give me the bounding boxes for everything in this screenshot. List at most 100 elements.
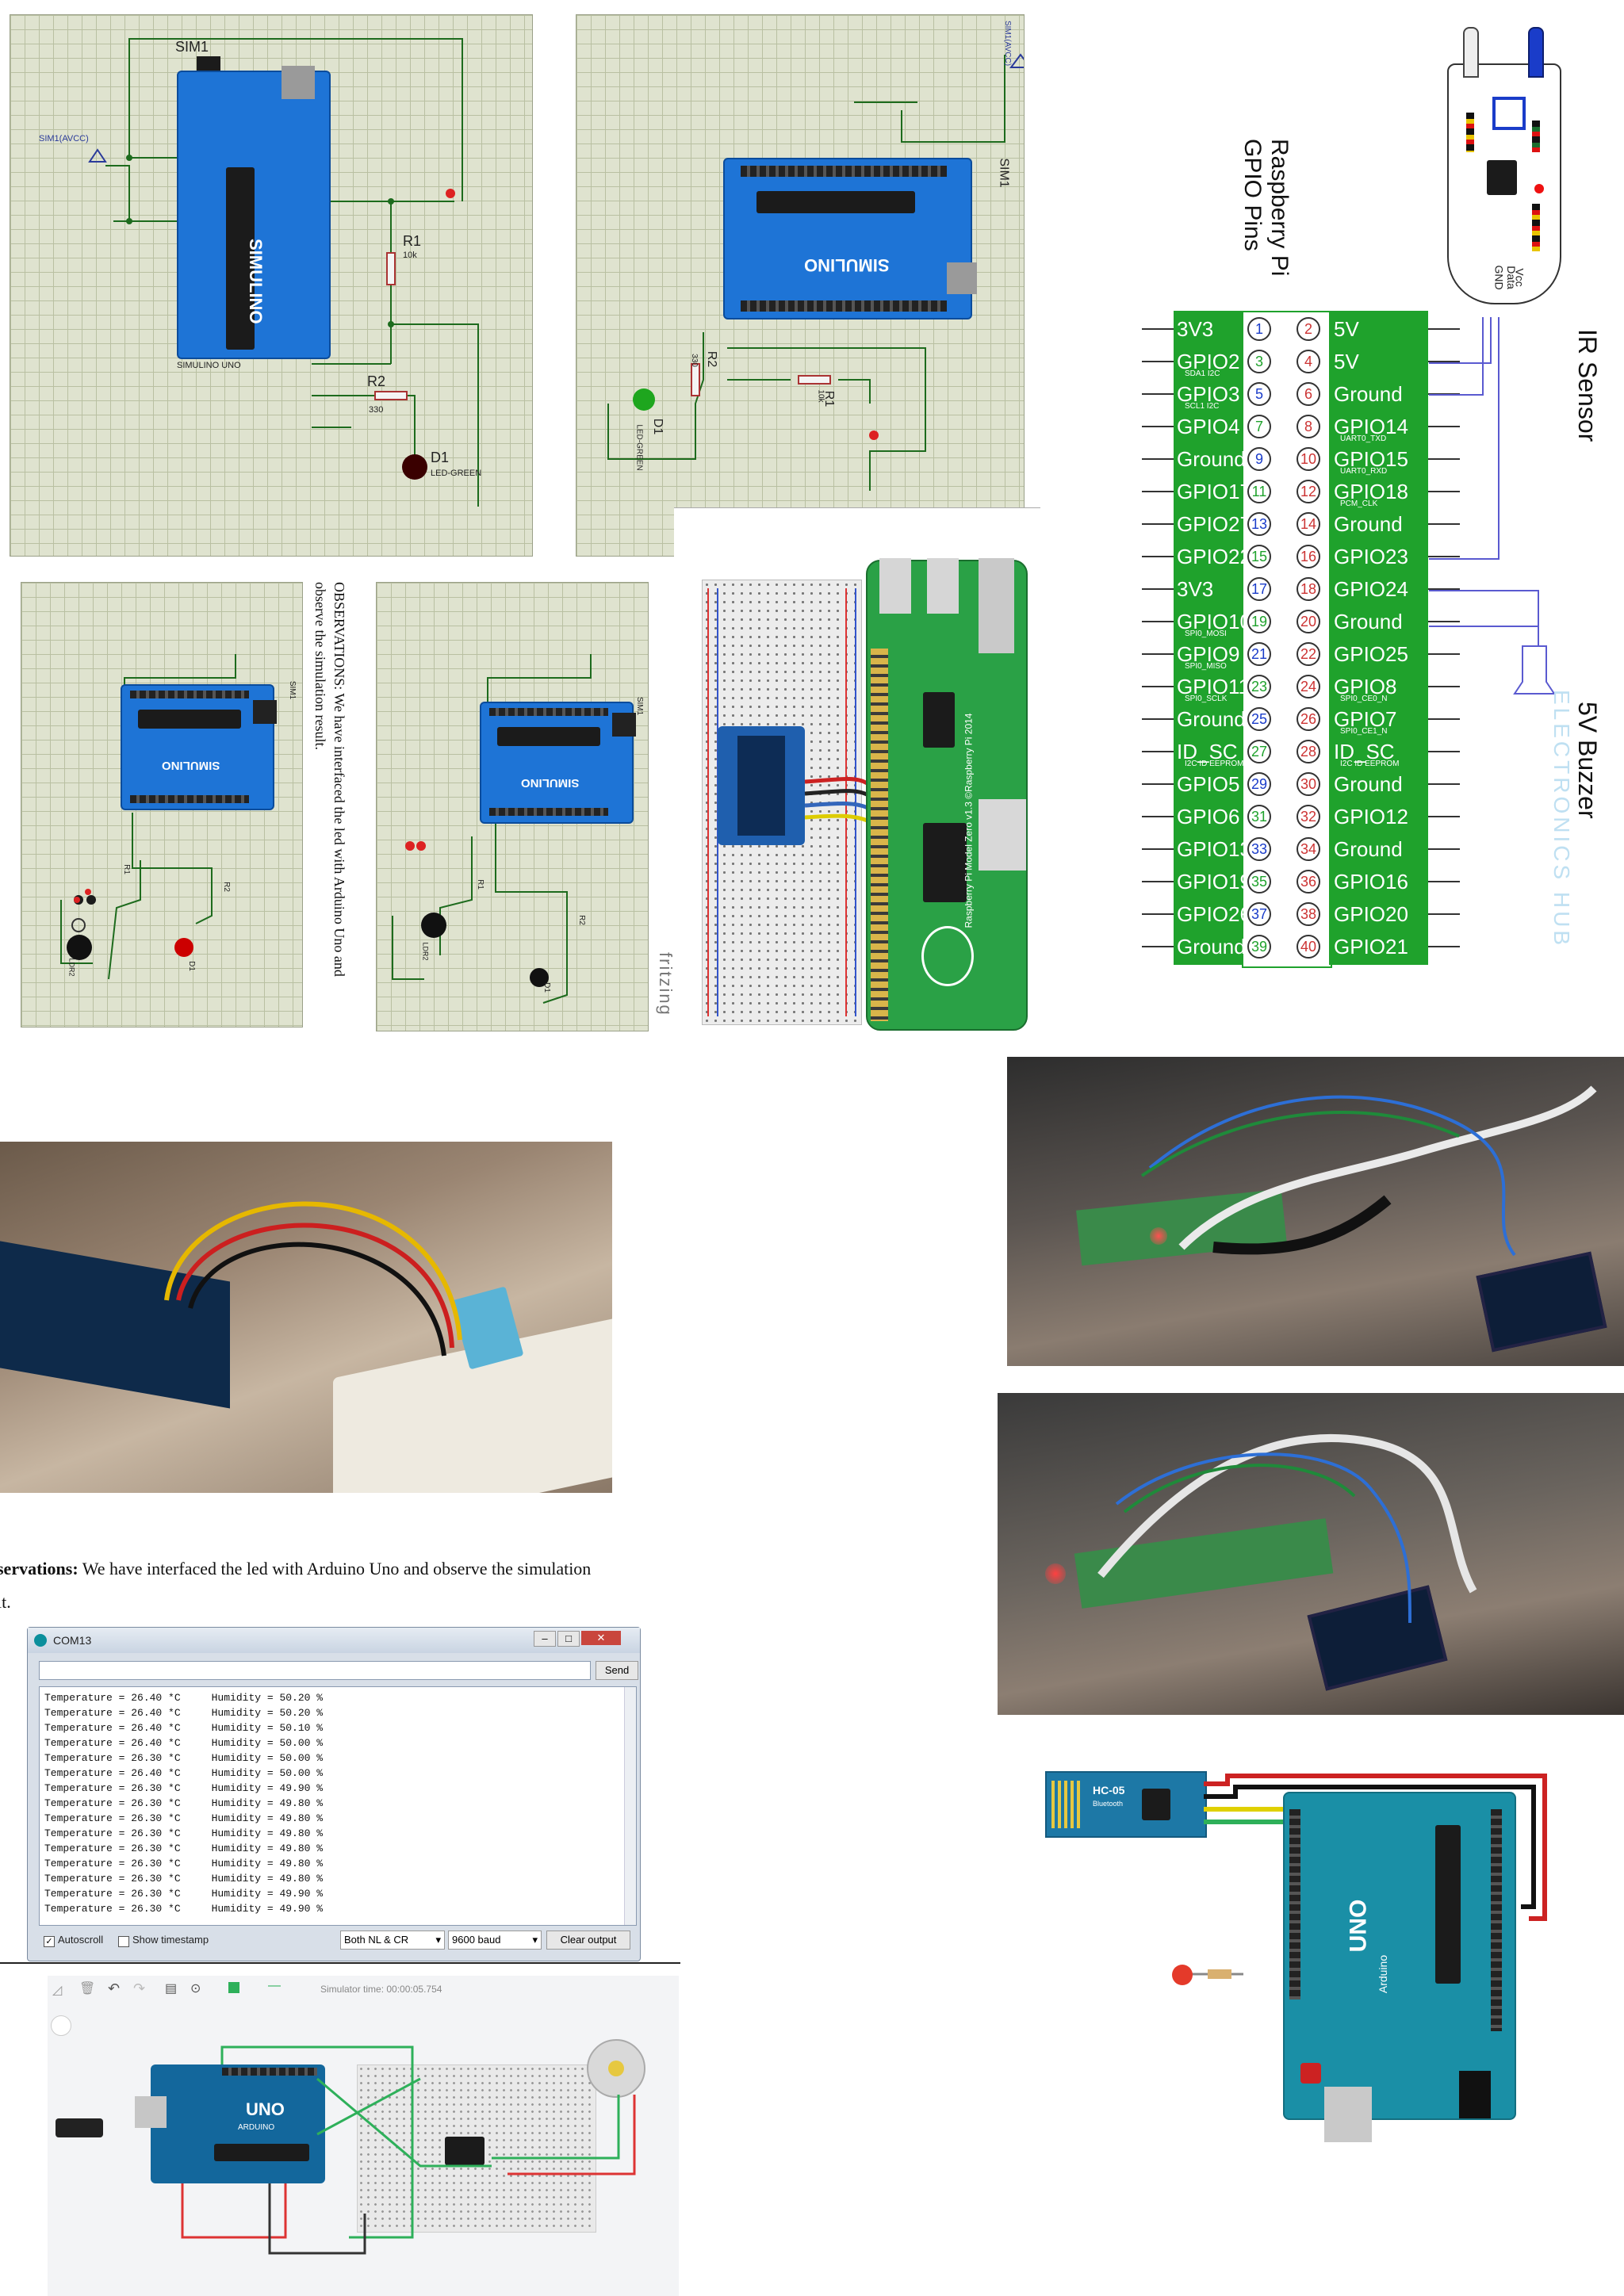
wire-style-icon[interactable]: —	[268, 1979, 281, 1992]
watermark: ELECTRONICS HUB	[1549, 690, 1574, 949]
analog-header	[1289, 1809, 1300, 1999]
pin-line-right	[1428, 426, 1460, 427]
schematic-4-wires	[392, 654, 592, 1004]
gpio-sublabel-right: PCM_CLK	[1340, 499, 1378, 508]
pin-line-left	[1142, 328, 1174, 330]
d1-label: D1	[542, 982, 551, 993]
pin-line-right	[1428, 361, 1460, 362]
pin-number: 10	[1297, 447, 1320, 471]
gpio-label-right: GPIO20	[1334, 902, 1408, 926]
schematic-2-wires	[607, 53, 1024, 491]
red-led-glow	[1150, 1227, 1167, 1245]
avcc-label: SIM1(AVCC)	[39, 134, 89, 144]
hdmi-connector	[979, 558, 1014, 653]
board-brand: SIMULINO	[804, 255, 890, 275]
pin-number: 39	[1247, 935, 1271, 959]
soc-chip	[923, 692, 955, 748]
send-button[interactable]: Send	[596, 1661, 638, 1680]
pin-line-left	[1142, 523, 1174, 525]
ir-led-right	[1528, 27, 1544, 78]
gpio-sublabel-left: SPI0_SCLK	[1185, 695, 1228, 703]
breadboard-sim	[357, 2064, 596, 2233]
r2-value: 330	[689, 354, 699, 367]
send-input[interactable]	[39, 1661, 591, 1680]
bt-chip	[1142, 1789, 1170, 1820]
pin-line-right	[1428, 686, 1460, 687]
microcontroller-chip	[214, 2144, 309, 2161]
pin-number: 15	[1247, 545, 1271, 568]
baud-select[interactable]: 9600 baud▾	[448, 1931, 542, 1950]
pin-number: 36	[1297, 870, 1320, 894]
microcontroller-chip	[138, 710, 241, 729]
gpio-label-left: GPIO9	[1177, 642, 1240, 666]
redo-icon[interactable]: ↷	[133, 1980, 146, 1996]
zoom-fit-button[interactable]	[51, 2015, 71, 2036]
hc05-sublabel: Bluetooth	[1093, 1800, 1124, 1808]
gpio-label-right: GPIO25	[1334, 642, 1408, 666]
delete-icon[interactable]: 🗑	[79, 1982, 96, 1996]
ir-sensor-module: Vcc Data GND	[1447, 27, 1561, 304]
reset-button[interactable]	[1300, 2063, 1321, 2084]
pin-line-left	[1142, 881, 1174, 882]
scrollbar[interactable]	[624, 1687, 636, 1925]
timestamp-checkbox[interactable]	[118, 1936, 129, 1947]
simulator-time: Simulator time: 00:00:05.754	[320, 1984, 442, 1995]
shape-icon[interactable]: ◿	[52, 1984, 63, 1997]
gpio-label-left: GPIO22	[1177, 545, 1251, 568]
pin-header	[489, 708, 608, 716]
gpio-label-right: GPIO12	[1334, 805, 1408, 828]
minimize-button[interactable]: –	[534, 1631, 556, 1647]
r1-label: R1	[121, 864, 131, 874]
buzzer-label: 5V Buzzer	[1573, 702, 1602, 819]
red-led	[1172, 1965, 1193, 1985]
notes-icon[interactable]: ▤	[165, 1982, 178, 1996]
rotated-observations: OBSERVATIONS: We have interfaced the led…	[311, 582, 349, 1010]
r2-label: R2	[576, 915, 586, 925]
hc05-diagram: HC-05 Bluetooth UNO Arduino	[1045, 1768, 1553, 2142]
pin-number: 7	[1247, 415, 1271, 438]
pin-line-left	[1142, 588, 1174, 590]
pin-line-left	[1142, 913, 1174, 915]
pin-number: 33	[1247, 837, 1271, 861]
microcontroller-chip	[497, 727, 600, 746]
pin-header	[222, 2068, 317, 2076]
raspberry-pi-zero: Raspberry Pi Model Zero v1.3 ©Raspberry …	[866, 558, 1028, 1031]
gpio-label-left: GPIO5	[1177, 772, 1240, 796]
potentiometer	[1492, 97, 1526, 130]
gpio-sublabel-right: I2C ID EEPROM	[1340, 760, 1400, 768]
gpio-label-right: GPIO14	[1334, 415, 1408, 438]
gpio-label-left: GPIO6	[1177, 805, 1240, 828]
usb-port	[612, 713, 636, 737]
pin-number: 30	[1297, 772, 1320, 796]
arduino-label: Arduino	[1377, 1954, 1390, 1994]
ir-led-left	[1463, 27, 1479, 78]
gpio-label-left: Ground	[1177, 935, 1246, 959]
oled-module	[718, 726, 805, 845]
gpio-label-right: 5V	[1334, 317, 1359, 341]
line-ending-select[interactable]: Both NL & CR▾	[340, 1931, 445, 1950]
pin-line-right	[1428, 328, 1460, 330]
gpio-label-right: Ground	[1334, 837, 1403, 861]
usb-port	[253, 700, 277, 724]
sim-label: SIM1	[635, 696, 645, 716]
inspect-icon[interactable]: ⊙	[190, 1982, 201, 1996]
observations-paragraph: servations: We have interfaced the led w…	[0, 1552, 663, 1619]
clear-output-button[interactable]: Clear output	[546, 1931, 630, 1950]
pin-line-left	[1142, 686, 1174, 687]
pin-number: 12	[1297, 480, 1320, 503]
serial-output-line: Temperature = 26.30 *C Humidity = 50.00 …	[44, 1752, 324, 1764]
serial-output-line: Temperature = 26.30 *C Humidity = 49.80 …	[44, 1858, 324, 1869]
maximize-button[interactable]: □	[557, 1631, 580, 1647]
arduino-uno-sim: UNO ARDUINO	[135, 2064, 325, 2183]
usb-b-port	[135, 2096, 167, 2128]
d1-label: D1	[651, 418, 665, 435]
schematic-1: SIMULINO SIM1 SIM1(AVCC) R1 10k R2 330 D…	[10, 14, 533, 557]
color-picker-icon[interactable]	[228, 1982, 239, 1993]
ir-pin-gnd: GND	[1492, 265, 1506, 290]
gpio-label-right: GPIO15	[1334, 447, 1408, 471]
pin-number: 14	[1297, 512, 1320, 536]
autoscroll-checkbox[interactable]: ✓	[44, 1936, 55, 1947]
close-button[interactable]: ✕	[581, 1631, 621, 1645]
undo-icon[interactable]: ↶	[108, 1980, 121, 1996]
sim-label: SIM1	[175, 39, 209, 55]
